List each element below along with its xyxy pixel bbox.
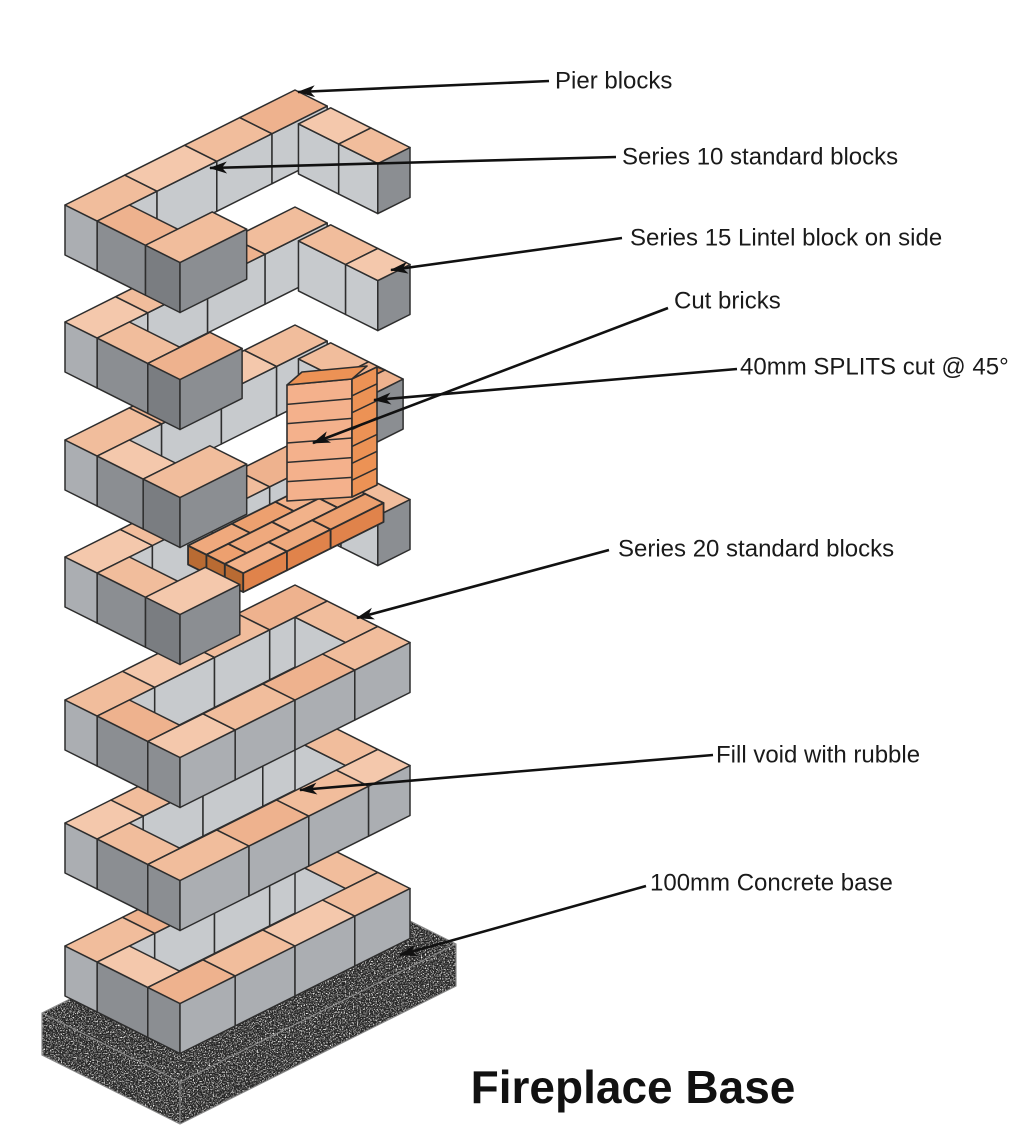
label-series-10: Series 10 standard blocks bbox=[622, 143, 898, 170]
label-series-15: Series 15 Lintel block on side bbox=[630, 224, 942, 251]
arrow-splits bbox=[373, 367, 738, 405]
label-series-20: Series 20 standard blocks bbox=[618, 535, 894, 562]
label-fill-void: Fill void with rubble bbox=[716, 741, 920, 768]
callout-labels: Pier blocks Series 10 standard blocks Se… bbox=[555, 67, 1009, 896]
label-cut-bricks: Cut bricks bbox=[674, 287, 781, 314]
arrow-series-10 bbox=[209, 155, 617, 174]
diagram-title: Fireplace Base bbox=[471, 1061, 796, 1113]
block-courses bbox=[64, 89, 411, 1055]
arrow-cut-bricks bbox=[312, 306, 669, 445]
leader-arrows bbox=[209, 79, 738, 957]
arrow-pier-blocks bbox=[297, 79, 550, 98]
label-pier-blocks: Pier blocks bbox=[555, 67, 672, 94]
label-splits: 40mm SPLITS cut @ 45° bbox=[740, 353, 1009, 380]
arrow-fill-void bbox=[299, 753, 714, 795]
arrow-concrete-base bbox=[399, 884, 647, 957]
hearth-cut-bricks bbox=[187, 474, 385, 594]
label-concrete-base: 100mm Concrete base bbox=[650, 869, 893, 896]
course-5-series-20 bbox=[64, 584, 411, 809]
arrow-series-15 bbox=[390, 236, 623, 274]
arrow-series-20 bbox=[356, 548, 610, 620]
course-4-front bbox=[96, 556, 241, 666]
